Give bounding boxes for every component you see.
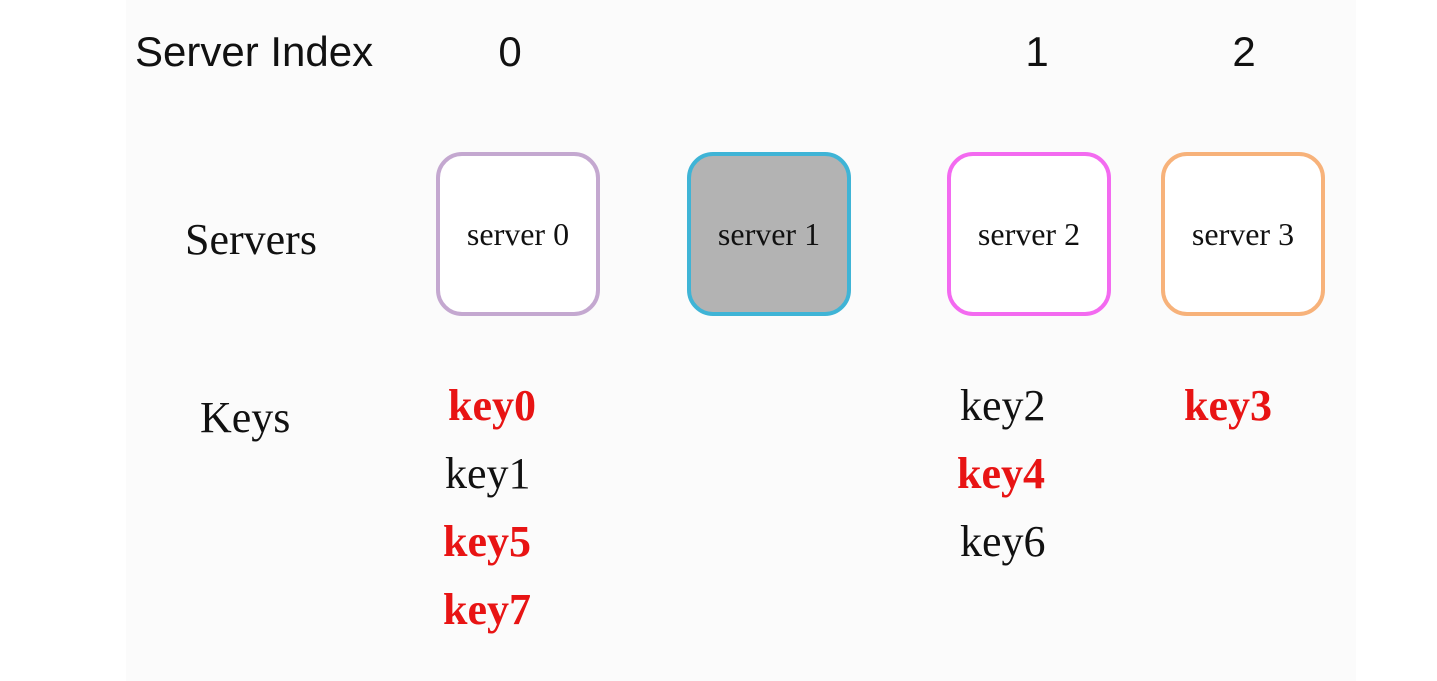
key-item: key3 bbox=[1184, 381, 1272, 430]
diagram-panel bbox=[126, 0, 1356, 681]
server-0-label: server 0 bbox=[466, 216, 570, 252]
server-index-0: 0 bbox=[498, 28, 522, 75]
server-index-1: 1 bbox=[1025, 28, 1049, 75]
key-item: key6 bbox=[960, 517, 1046, 566]
server-2-box: server 2 bbox=[947, 152, 1111, 316]
key-item: key1 bbox=[445, 449, 531, 498]
key-item: key4 bbox=[957, 449, 1045, 498]
keys-label: Keys bbox=[200, 393, 291, 442]
key-item: key5 bbox=[443, 517, 531, 566]
key-item: key7 bbox=[443, 585, 531, 634]
server-3-label: server 3 bbox=[1191, 216, 1295, 252]
server-1-box-removed: server 1 bbox=[687, 152, 851, 316]
server-0-box: server 0 bbox=[436, 152, 600, 316]
servers-label: Servers bbox=[185, 215, 317, 264]
server-2-label: server 2 bbox=[977, 216, 1081, 252]
key-item: key2 bbox=[960, 381, 1046, 430]
server-3-box: server 3 bbox=[1161, 152, 1325, 316]
server-index-label: Server Index bbox=[135, 28, 374, 75]
server-1-label: server 1 bbox=[717, 216, 821, 252]
key-item: key0 bbox=[448, 381, 536, 430]
server-index-2: 2 bbox=[1232, 28, 1256, 75]
